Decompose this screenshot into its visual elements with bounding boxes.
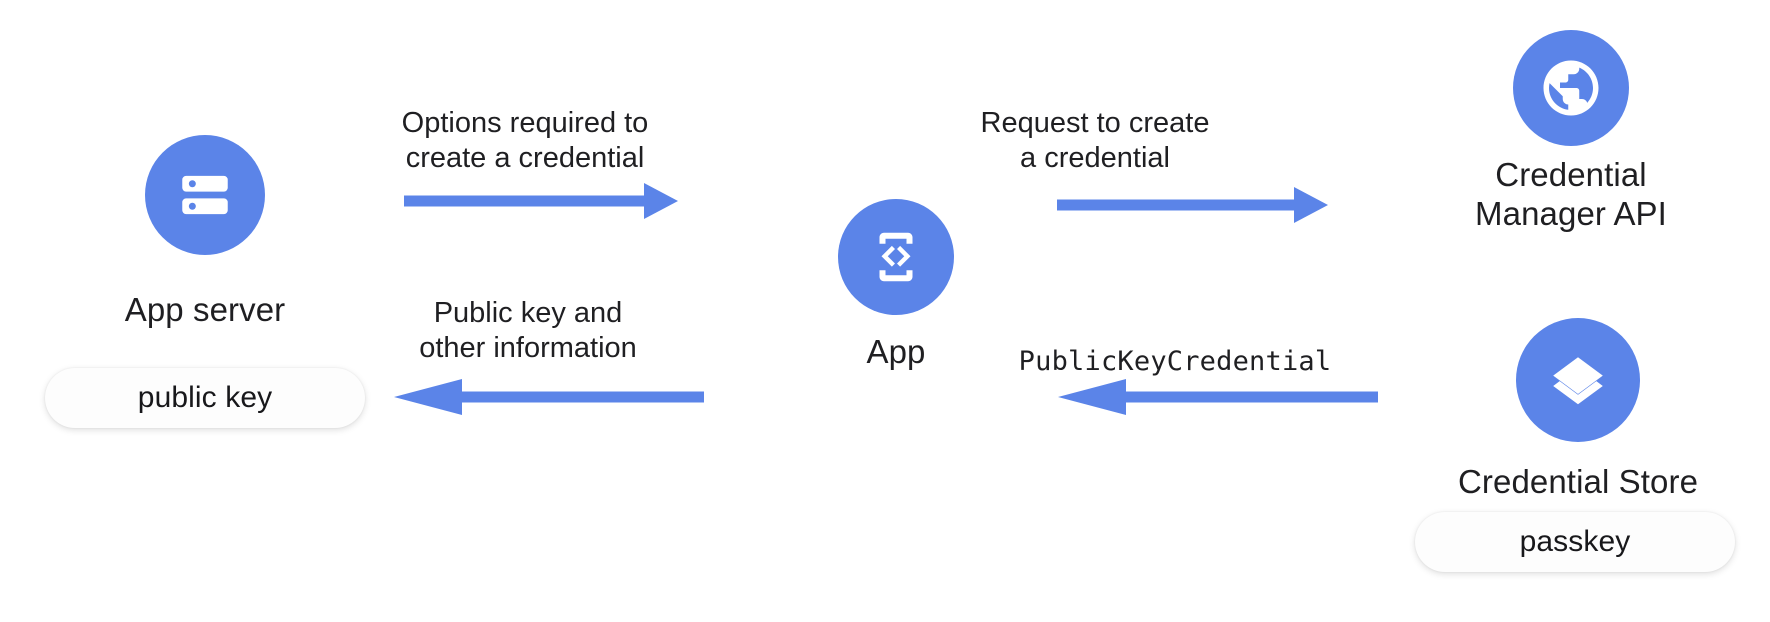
credential-manager-api-avatar	[1513, 30, 1629, 146]
app-server-avatar	[145, 135, 265, 255]
arrow-label-options-required: Options required to create a credential	[401, 107, 649, 174]
arrow-label-request-to-create: Request to create a credential	[980, 107, 1210, 174]
server-storage-icon	[174, 164, 236, 226]
layers-icon	[1547, 349, 1609, 411]
phone-code-brackets-icon	[866, 227, 926, 287]
arrow-request-to-create	[1057, 186, 1328, 224]
arrow-public-key-credential	[1058, 378, 1378, 416]
credential-manager-api-label: Credential Manager API	[1475, 156, 1667, 232]
arrow-label-public-key-credential: PublicKeyCredential	[1018, 346, 1332, 377]
credential-store-label: Credential Store	[1457, 463, 1699, 500]
arrow-options-required	[404, 182, 678, 220]
chip-passkey-label: passkey	[1519, 525, 1631, 558]
chip-public-key[interactable]: public key	[45, 368, 365, 428]
credential-store-avatar	[1516, 318, 1640, 442]
arrow-public-key-and-other-information	[394, 378, 704, 416]
globe-public-icon	[1538, 55, 1604, 121]
app-label: App	[866, 333, 926, 370]
app-avatar	[838, 199, 954, 315]
chip-public-key-label: public key	[137, 381, 273, 414]
chip-passkey[interactable]: passkey	[1415, 512, 1735, 572]
arrow-label-public-key-and-other-information: Public key and other information	[419, 297, 637, 364]
app-server-label: App server	[124, 291, 286, 328]
